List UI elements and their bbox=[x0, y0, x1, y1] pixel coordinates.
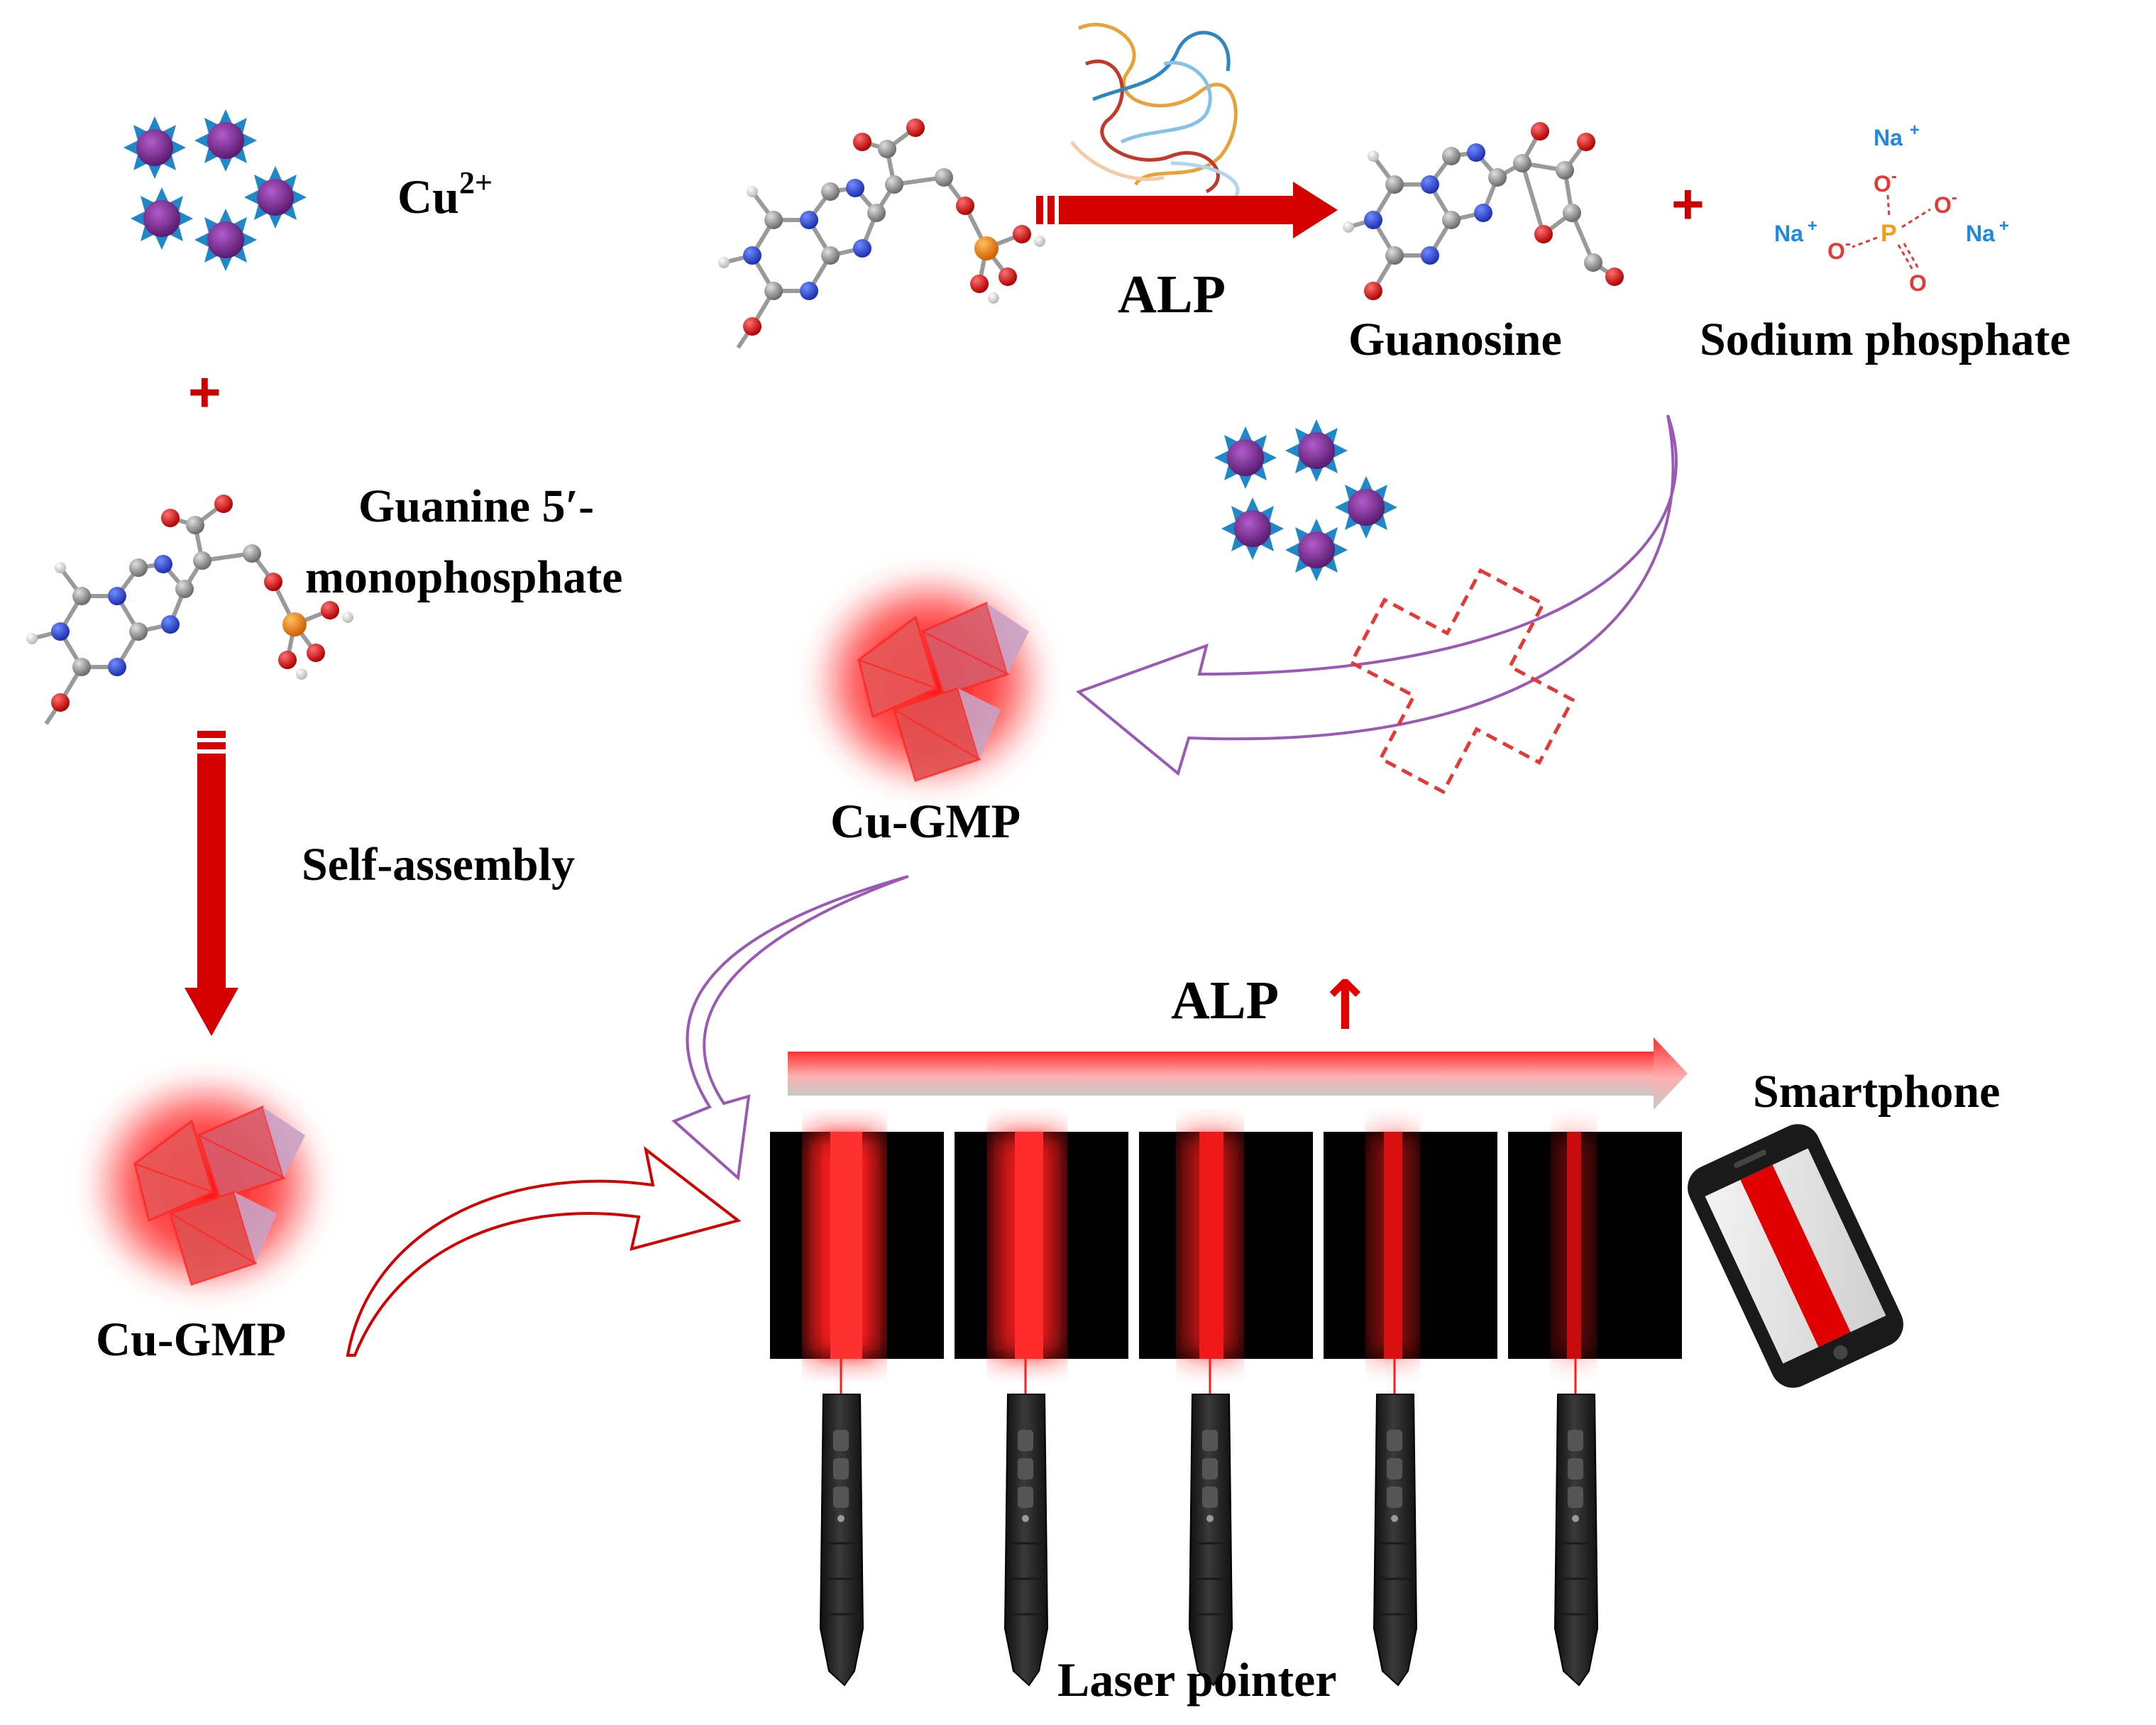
laser-pointer-label: Laser pointer bbox=[1057, 1653, 1337, 1707]
alp-reaction-arrow bbox=[1036, 182, 1338, 238]
laser-pointer-1 bbox=[819, 1393, 864, 1687]
svg-text:O-: O- bbox=[1827, 234, 1851, 264]
cu-ion-cluster-left bbox=[123, 109, 307, 271]
alp-enzyme-structure bbox=[1070, 23, 1240, 209]
cu-ion-cluster-mid bbox=[1214, 419, 1397, 581]
laser-pointer-3 bbox=[1188, 1393, 1233, 1687]
no-reaction-cross bbox=[1348, 568, 1575, 795]
laser-beams bbox=[840, 1359, 1577, 1394]
svg-text:Na+: Na+ bbox=[1874, 121, 1920, 150]
alp-gradient-arrow bbox=[788, 1037, 1688, 1110]
gmp-label-line1: Guanine 5′- bbox=[358, 480, 594, 532]
curved-arrow-to-panels bbox=[346, 1146, 742, 1357]
laser-pointer-2 bbox=[1003, 1393, 1049, 1687]
curved-arrow-to-panels-mid bbox=[671, 875, 909, 1181]
sodium-phosphate-label: Sodium phosphate bbox=[1700, 314, 2071, 365]
cu-gmp-crystal-mid bbox=[809, 568, 1050, 795]
svg-text:Na+: Na+ bbox=[1966, 216, 2009, 246]
smartphone-icon bbox=[1688, 1124, 1903, 1388]
guanosine-molecule bbox=[1343, 122, 1624, 300]
plus-sign-left: + bbox=[188, 360, 221, 424]
laser-pointer-5 bbox=[1553, 1393, 1599, 1687]
sodium-phosphate-structure: Na+ Na+ Na+ O- O- O- P O bbox=[1774, 121, 2009, 296]
guanosine-label: Guanosine bbox=[1348, 314, 1562, 365]
alp-scale-label: ALP bbox=[1171, 971, 1279, 1030]
curved-arrow-to-cu-gmp-mid bbox=[1076, 414, 1678, 776]
alp-increase-arrow: ↑ bbox=[1316, 966, 1373, 1045]
gmp-label-line2: monophosphate bbox=[305, 551, 622, 603]
self-assembly-arrow bbox=[185, 731, 238, 1036]
laser-panel-1 bbox=[770, 1132, 944, 1359]
svg-text:O-: O- bbox=[1874, 167, 1897, 197]
laser-panel-4 bbox=[1324, 1132, 1497, 1359]
svg-text:O-: O- bbox=[1934, 188, 1957, 218]
laser-panel-5 bbox=[1508, 1132, 1682, 1359]
alp-label-top: ALP bbox=[1118, 265, 1226, 324]
svg-text:O: O bbox=[1909, 270, 1927, 296]
laser-panel-3 bbox=[1139, 1132, 1313, 1359]
gmp-molecule-left bbox=[26, 495, 353, 724]
cu-gmp-label-left: Cu-GMP bbox=[96, 1312, 286, 1366]
gmp-molecule-top bbox=[718, 119, 1045, 348]
smartphone-label: Smartphone bbox=[1753, 1066, 2000, 1118]
cu-gmp-label-mid: Cu-GMP bbox=[830, 794, 1021, 848]
cu-ion-label: Cu2+ bbox=[397, 165, 493, 224]
self-assembly-label: Self-assembly bbox=[302, 839, 575, 891]
svg-text:Na+: Na+ bbox=[1774, 216, 1817, 246]
laser-pointer-4 bbox=[1373, 1393, 1418, 1687]
laser-panel-2 bbox=[955, 1132, 1128, 1359]
plus-sign-top: + bbox=[1671, 172, 1705, 236]
cu-gmp-crystal-left bbox=[85, 1071, 326, 1299]
svg-text:P: P bbox=[1881, 220, 1897, 247]
